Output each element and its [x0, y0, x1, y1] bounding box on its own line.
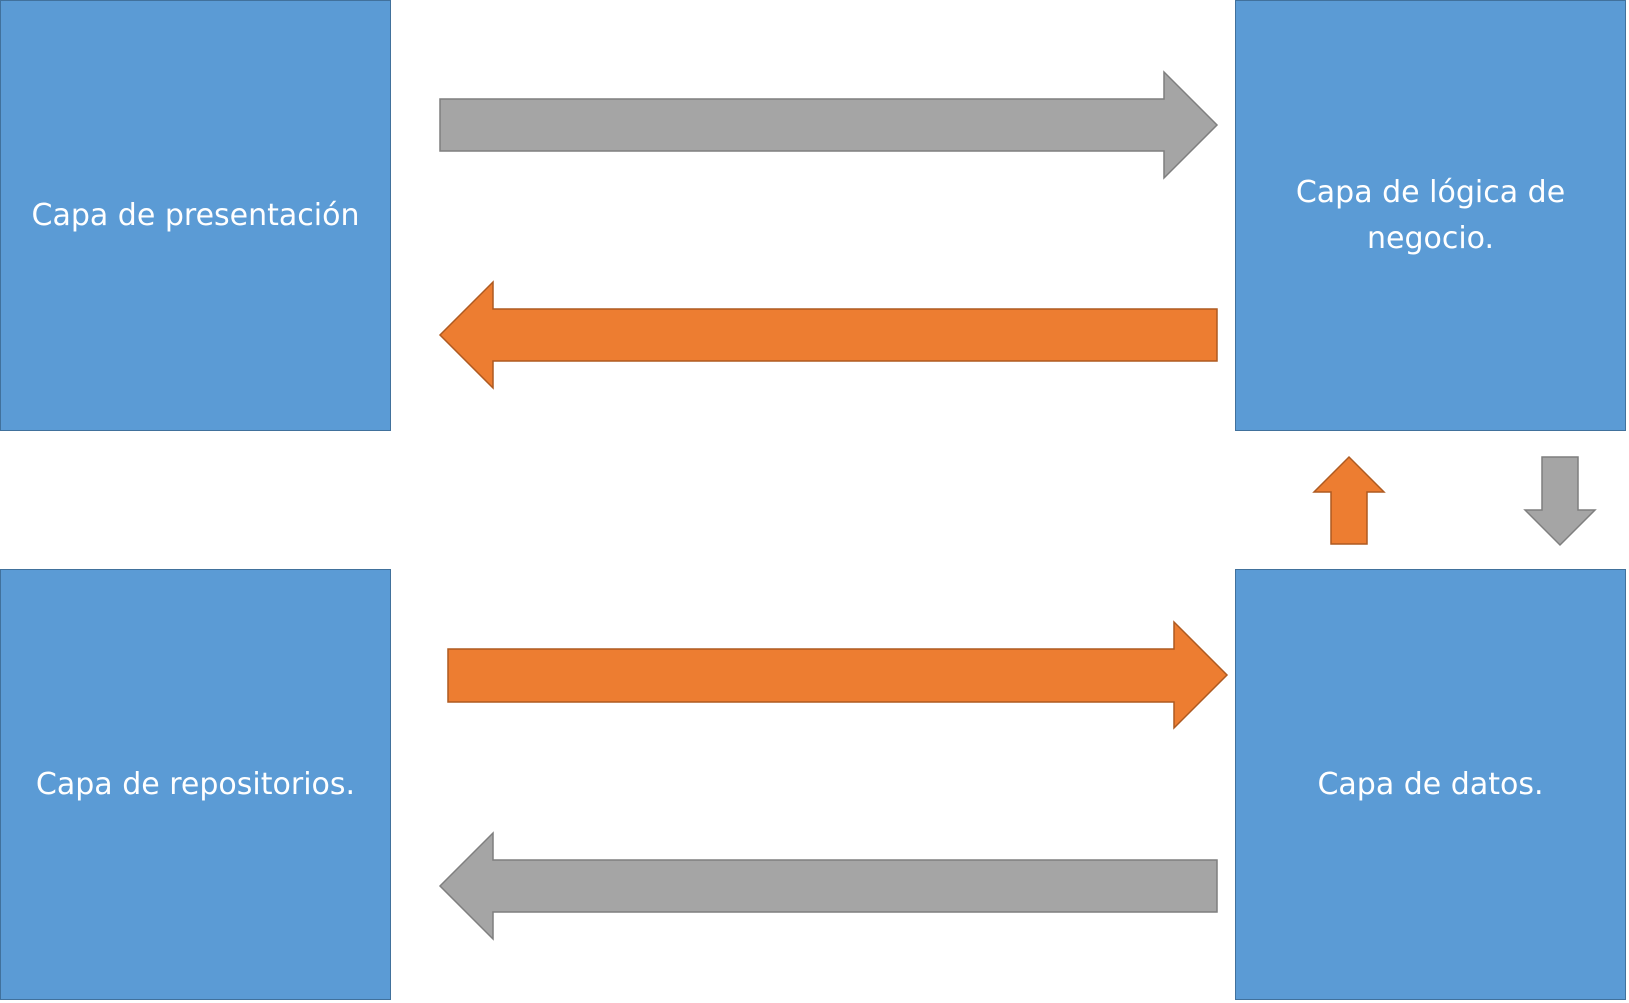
arrow-data-to-repositories: [438, 831, 1218, 941]
presentation-layer-label: Capa de presentación: [31, 197, 360, 233]
repositories-layer-label: Capa de repositorios.: [35, 766, 356, 802]
data-layer-label: Capa de datos.: [1317, 766, 1544, 802]
presentation-layer-box: Capa de presentación: [0, 0, 391, 431]
arrow-data-to-business: [1312, 455, 1386, 545]
repositories-layer-box: Capa de repositorios.: [0, 569, 391, 1000]
arrow-business-to-data: [1523, 456, 1597, 547]
arrow-presentation-to-business: [439, 70, 1219, 180]
business-logic-layer-label: Capa de lógica de negocio.: [1295, 174, 1566, 256]
arrow-business-to-presentation: [438, 280, 1218, 390]
arrow-repositories-to-data: [447, 620, 1229, 730]
business-logic-layer-box: Capa de lógica de negocio.: [1235, 0, 1626, 431]
data-layer-box: Capa de datos.: [1235, 569, 1626, 1000]
